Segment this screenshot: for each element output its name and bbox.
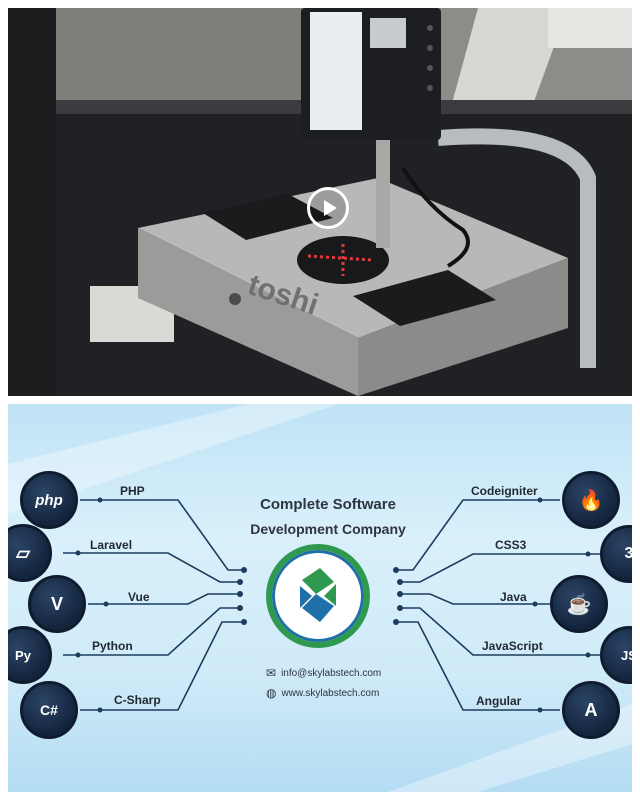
logo-mark-icon bbox=[300, 568, 336, 622]
software-banner: Complete Software Development Company ✉ … bbox=[8, 404, 632, 792]
codeigniter-icon: 🔥 bbox=[562, 471, 620, 529]
tech-label-laravel: Laravel bbox=[90, 538, 133, 552]
company-logo bbox=[266, 544, 370, 648]
tech-label-java: Java bbox=[500, 590, 527, 604]
tech-label-python: Python bbox=[92, 639, 133, 653]
mail-icon: ✉ bbox=[266, 666, 277, 680]
play-icon bbox=[324, 200, 337, 216]
vue-icon: V bbox=[28, 575, 86, 633]
banner-title-line2: Development Company bbox=[250, 521, 406, 537]
website-contact[interactable]: ◍ www.skylabstech.com bbox=[266, 686, 379, 700]
tech-label-codeigniter: Codeigniter bbox=[471, 484, 538, 498]
tech-label-css3: CSS3 bbox=[495, 538, 527, 552]
php-icon: php bbox=[20, 471, 78, 529]
email-contact[interactable]: ✉ info@skylabstech.com bbox=[266, 666, 381, 680]
csharp-icon: C# bbox=[20, 681, 78, 739]
email-text: info@skylabstech.com bbox=[281, 667, 382, 679]
tech-label-vue: Vue bbox=[128, 590, 150, 604]
video-thumbnail[interactable]: toshi bbox=[8, 8, 632, 396]
website-text: www.skylabstech.com bbox=[281, 687, 380, 699]
java-icon: ☕ bbox=[550, 575, 608, 633]
banner-title-line1: Complete Software bbox=[260, 496, 396, 513]
tech-label-php: PHP bbox=[120, 484, 145, 498]
play-button[interactable] bbox=[307, 187, 349, 229]
tech-label-javascript: JavaScript bbox=[482, 639, 543, 653]
globe-icon: ◍ bbox=[266, 686, 277, 700]
video-scene: toshi bbox=[8, 8, 632, 396]
tech-label-csharp: C-Sharp bbox=[114, 693, 161, 707]
angular-icon: A bbox=[562, 681, 620, 739]
tech-label-angular: Angular bbox=[476, 694, 522, 708]
